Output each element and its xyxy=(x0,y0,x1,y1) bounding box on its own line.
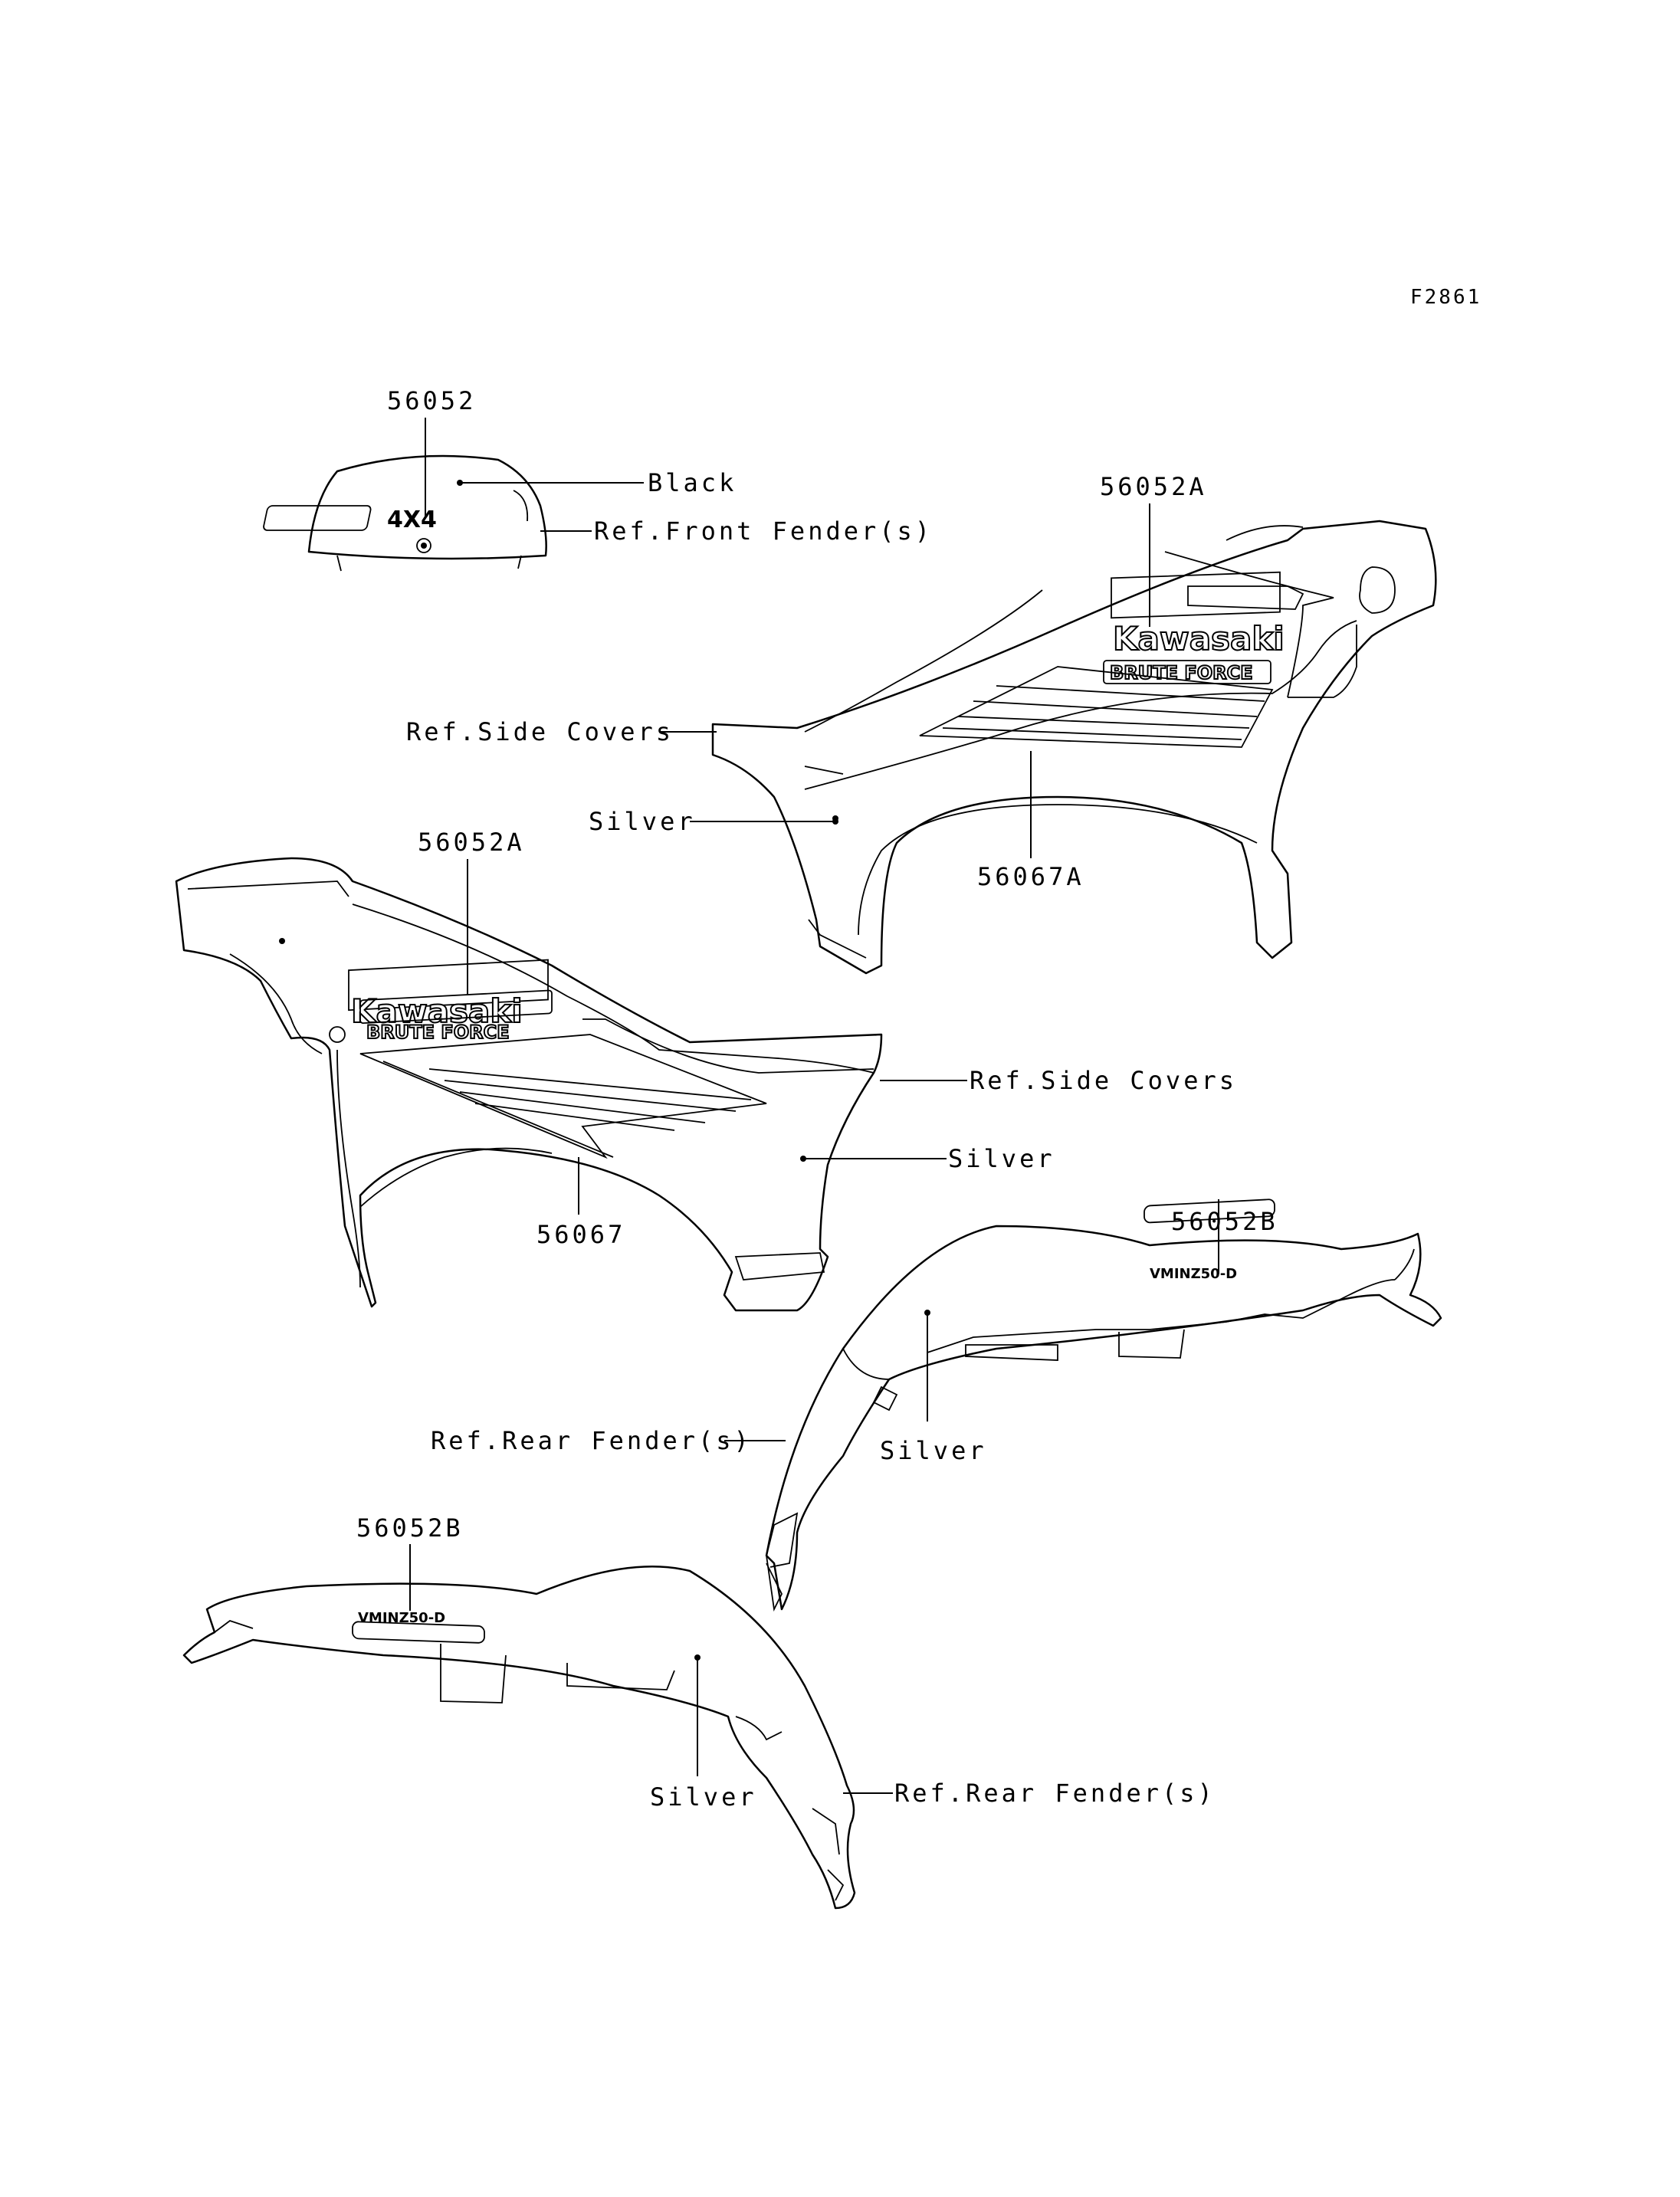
part-number-56052A-left: 56052A xyxy=(418,828,525,857)
ref-rear-fender-label-2: Ref.Rear Fender(s) xyxy=(894,1779,1216,1808)
part-number-56067: 56067 xyxy=(536,1220,625,1249)
part-number-56052B-1: 56052B xyxy=(1171,1207,1278,1236)
four-by-four-decal: 4X4 xyxy=(263,505,437,533)
color-label-silver-3: Silver xyxy=(880,1436,987,1465)
ref-front-fender-label: Ref.Front Fender(s) xyxy=(594,516,933,546)
svg-text:VMINZ50-D: VMINZ50-D xyxy=(1150,1266,1237,1282)
color-label-black: Black xyxy=(648,468,737,497)
stripe-decal-left xyxy=(359,1034,767,1159)
brute-force-decal-right: BRUTE FORCE xyxy=(1103,660,1271,684)
color-label-silver-4: Silver xyxy=(650,1782,757,1812)
front-fender: 4X4 xyxy=(263,454,547,572)
part-number-56067A: 56067A xyxy=(977,862,1084,891)
color-label-silver-2: Silver xyxy=(948,1144,1055,1173)
svg-text:BRUTE FORCE: BRUTE FORCE xyxy=(1110,662,1253,684)
svg-text:4X4: 4X4 xyxy=(387,507,437,533)
rear-fender-lower: VMINZ50-D xyxy=(182,1566,856,1910)
ref-side-covers-label-1: Ref.Side Covers xyxy=(406,717,674,746)
left-side-cover: Kawasaki BRUTE FORCE xyxy=(175,857,883,1312)
rear-fender-upper: VMINZ50-D xyxy=(765,1199,1442,1612)
stripe-decal-right xyxy=(919,666,1274,748)
color-label-silver-1: Silver xyxy=(589,807,696,836)
ref-rear-fender-label-1: Ref.Rear Fender(s) xyxy=(431,1426,752,1455)
part-number-56052A-right: 56052A xyxy=(1100,472,1207,501)
right-side-cover: Kawasaki BRUTE FORCE xyxy=(711,520,1437,975)
ref-side-covers-label-2: Ref.Side Covers xyxy=(970,1066,1237,1095)
part-number-56052B-2: 56052B xyxy=(356,1513,464,1543)
kawasaki-decal-right: Kawasaki xyxy=(1111,571,1285,658)
brute-force-decal-left: BRUTE FORCE xyxy=(359,989,553,1044)
model-decal-lower: VMINZ50-D xyxy=(352,1610,485,1644)
model-decal-upper: VMINZ50-D xyxy=(1144,1199,1275,1282)
svg-text:BRUTE FORCE: BRUTE FORCE xyxy=(366,1021,510,1043)
svg-text:VMINZ50-D: VMINZ50-D xyxy=(358,1610,445,1626)
figure-id: F2861 xyxy=(1410,286,1481,309)
svg-text:Kawasaki: Kawasaki xyxy=(1113,620,1285,657)
part-number-56052: 56052 xyxy=(387,386,476,415)
